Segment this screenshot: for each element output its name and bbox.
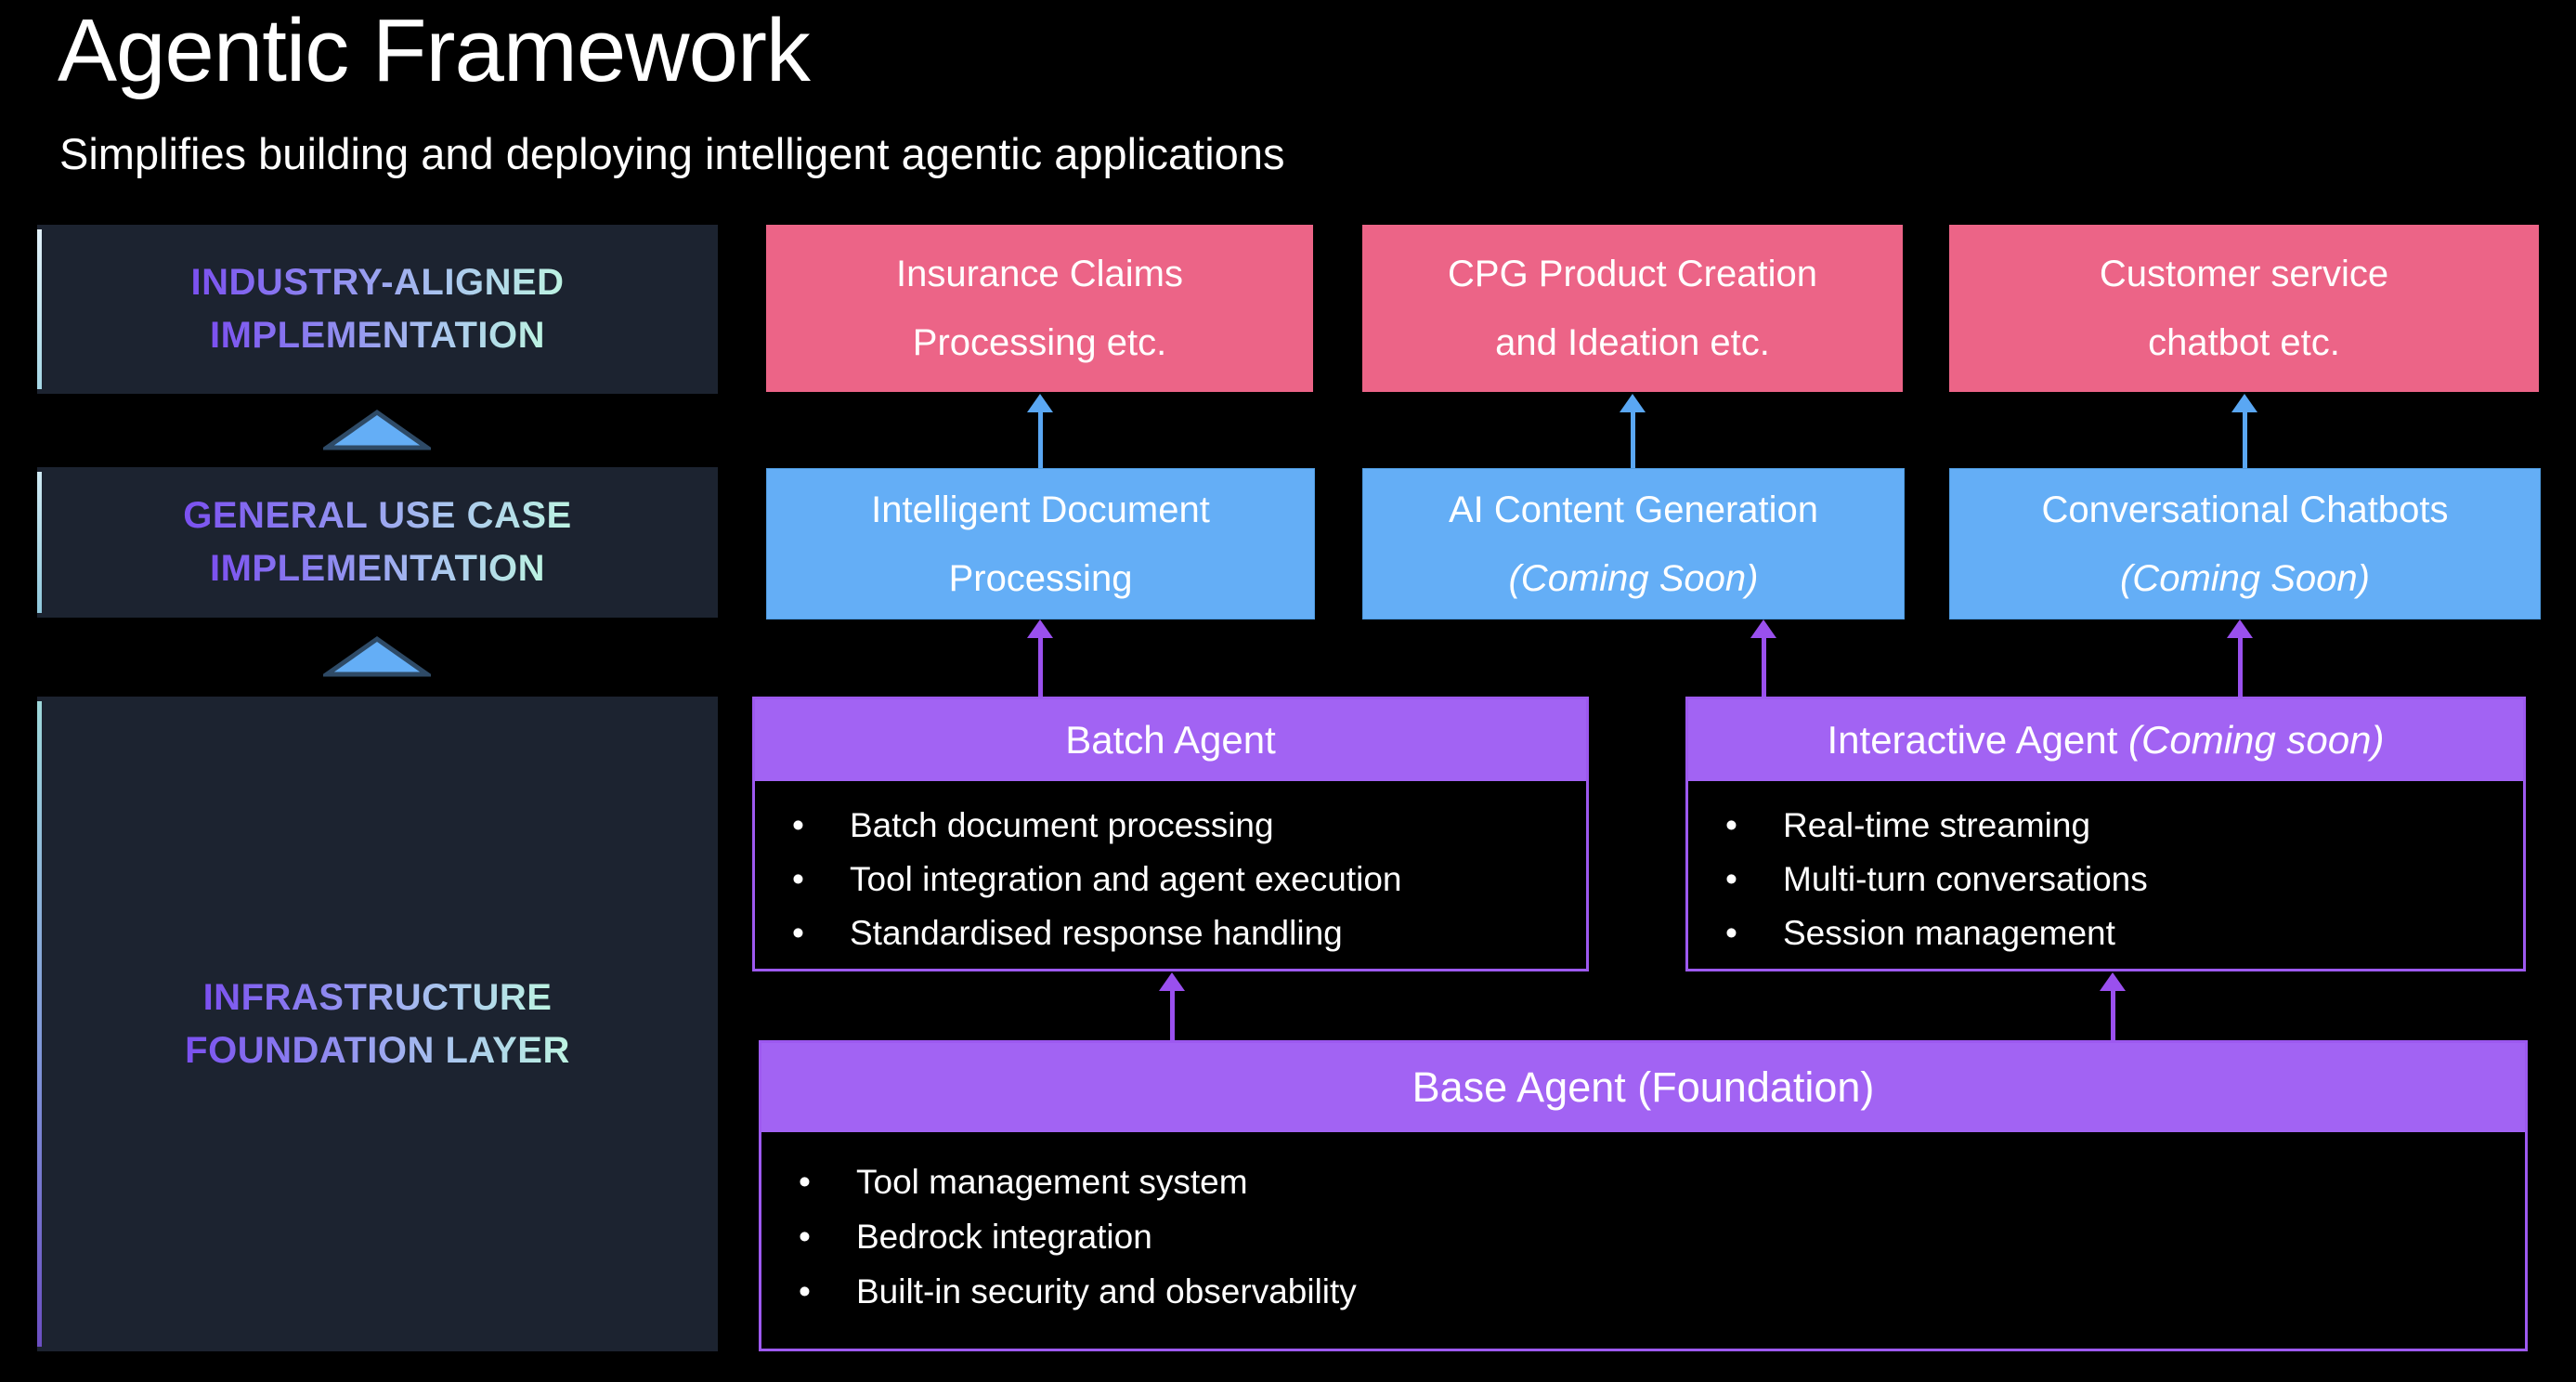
bullet-item: Real-time streaming xyxy=(1688,805,2523,846)
layer-up-arrow-icon xyxy=(319,409,435,451)
page-title: Agentic Framework xyxy=(58,1,811,100)
layer-label-line1: GENERAL USE CASE xyxy=(183,489,571,542)
box-label-line1: CPG Product Creation xyxy=(1448,254,1817,294)
up-arrow-icon xyxy=(1027,394,1053,468)
box-label-line2: chatbot etc. xyxy=(2148,322,2340,363)
industry-box-cpg-product: CPG Product Creation and Ideation etc. xyxy=(1362,225,1903,392)
panel-accent-bar xyxy=(37,229,42,389)
box-label-line2: and Ideation etc. xyxy=(1495,322,1770,363)
up-arrow-icon xyxy=(2231,394,2257,468)
industry-box-customer-service: Customer service chatbot etc. xyxy=(1949,225,2539,392)
panel-accent-bar xyxy=(37,472,42,613)
interactive-agent-title: Interactive Agent xyxy=(1827,718,2118,762)
panel-accent-bar xyxy=(37,701,42,1347)
up-arrow-icon xyxy=(1027,619,1053,697)
box-label-line1: Conversational Chatbots xyxy=(2041,489,2449,530)
base-agent-bullet-list: Tool management system Bedrock integrati… xyxy=(761,1162,2525,1312)
bullet-item: Standardised response handling xyxy=(755,913,1586,954)
page-subtitle: Simplifies building and deploying intell… xyxy=(59,129,1285,178)
box-label-line2: (Coming Soon) xyxy=(2119,557,2370,599)
layer-panel-general-use-case: GENERAL USE CASE IMPLEMENTATION xyxy=(37,467,718,618)
use-case-box-ai-content-generation: AI Content Generation (Coming Soon) xyxy=(1362,468,1905,619)
up-arrow-icon xyxy=(2100,972,2126,1040)
interactive-agent-box: Interactive Agent (Coming soon) Real-tim… xyxy=(1685,697,2526,971)
box-label-line2: Processing etc. xyxy=(912,322,1167,363)
interactive-agent-bullet-list: Real-time streaming Multi-turn conversat… xyxy=(1688,805,2523,954)
layer-up-arrow-icon xyxy=(319,635,435,678)
box-label-line2: (Coming Soon) xyxy=(1508,557,1759,599)
box-label-line1: Intelligent Document xyxy=(871,489,1210,530)
bullet-item: Tool integration and agent execution xyxy=(755,859,1586,900)
up-arrow-icon xyxy=(1750,619,1776,697)
use-case-box-idp: Intelligent Document Processing xyxy=(766,468,1315,619)
batch-agent-bullet-list: Batch document processing Tool integrati… xyxy=(755,805,1586,954)
up-arrow-icon xyxy=(1159,972,1185,1040)
layer-label-line2: FOUNDATION LAYER xyxy=(185,1024,570,1077)
layer-label-line2: IMPLEMENTATION xyxy=(210,309,545,362)
interactive-agent-header: Interactive Agent (Coming soon) xyxy=(1688,699,2523,781)
bullet-item: Batch document processing xyxy=(755,805,1586,846)
bullet-item: Multi-turn conversations xyxy=(1688,859,2523,900)
batch-agent-title: Batch Agent xyxy=(1065,718,1276,762)
base-agent-title: Base Agent (Foundation) xyxy=(1412,1063,1875,1111)
layer-panel-industry-aligned: INDUSTRY-ALIGNED IMPLEMENTATION xyxy=(37,225,718,394)
bullet-item: Bedrock integration xyxy=(761,1217,2525,1258)
up-arrow-icon xyxy=(2227,619,2253,697)
batch-agent-header: Batch Agent xyxy=(755,699,1586,781)
base-agent-box: Base Agent (Foundation) Tool management … xyxy=(759,1040,2528,1351)
batch-agent-box: Batch Agent Batch document processing To… xyxy=(752,697,1589,971)
box-label-line2: Processing xyxy=(948,557,1133,599)
bullet-item: Built-in security and observability xyxy=(761,1271,2525,1312)
interactive-agent-title-suffix: (Coming soon) xyxy=(2128,718,2385,762)
box-label-line1: AI Content Generation xyxy=(1448,489,1819,530)
use-case-box-conversational-chatbots: Conversational Chatbots (Coming Soon) xyxy=(1949,468,2541,619)
box-label-line1: Insurance Claims xyxy=(895,254,1183,294)
industry-box-insurance-claims: Insurance Claims Processing etc. xyxy=(766,225,1313,392)
layer-label-line1: INDUSTRY-ALIGNED xyxy=(190,256,564,309)
layer-label-line2: IMPLEMENTATION xyxy=(210,542,545,595)
bullet-item: Session management xyxy=(1688,913,2523,954)
box-label-line1: Customer service xyxy=(2099,254,2389,294)
layer-panel-infrastructure-foundation: INFRASTRUCTURE FOUNDATION LAYER xyxy=(37,697,718,1351)
layer-label-line1: INFRASTRUCTURE xyxy=(203,971,553,1024)
up-arrow-icon xyxy=(1620,394,1646,468)
bullet-item: Tool management system xyxy=(761,1162,2525,1203)
base-agent-header: Base Agent (Foundation) xyxy=(761,1043,2525,1132)
